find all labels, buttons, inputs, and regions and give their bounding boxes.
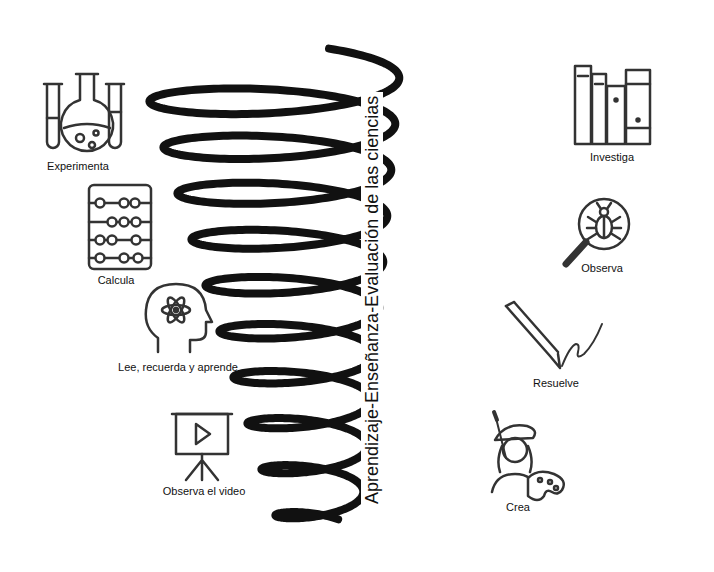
icon-label: Calcula xyxy=(98,274,135,287)
flask-icon xyxy=(44,74,124,151)
magnifier-bug-icon xyxy=(566,199,629,264)
abacus-icon xyxy=(89,185,151,269)
icon-label: Investiga xyxy=(590,151,634,164)
icon-label: Lee, recuerda y aprende xyxy=(118,361,238,374)
books-icon xyxy=(575,66,650,144)
icon-label: Resuelve xyxy=(533,377,579,390)
icon-label: Observa xyxy=(581,262,623,275)
icon-label: Observa el video xyxy=(163,485,246,498)
head-atom-icon xyxy=(146,284,212,352)
pen-icon xyxy=(506,302,602,368)
vertical-title: Aprendizaje-Enseñanza-Evaluación de las … xyxy=(361,92,383,508)
video-screen-icon xyxy=(172,414,232,480)
icon-label: Crea xyxy=(506,501,530,514)
icon-label: Experimenta xyxy=(47,160,109,173)
painter-icon xyxy=(492,412,564,500)
